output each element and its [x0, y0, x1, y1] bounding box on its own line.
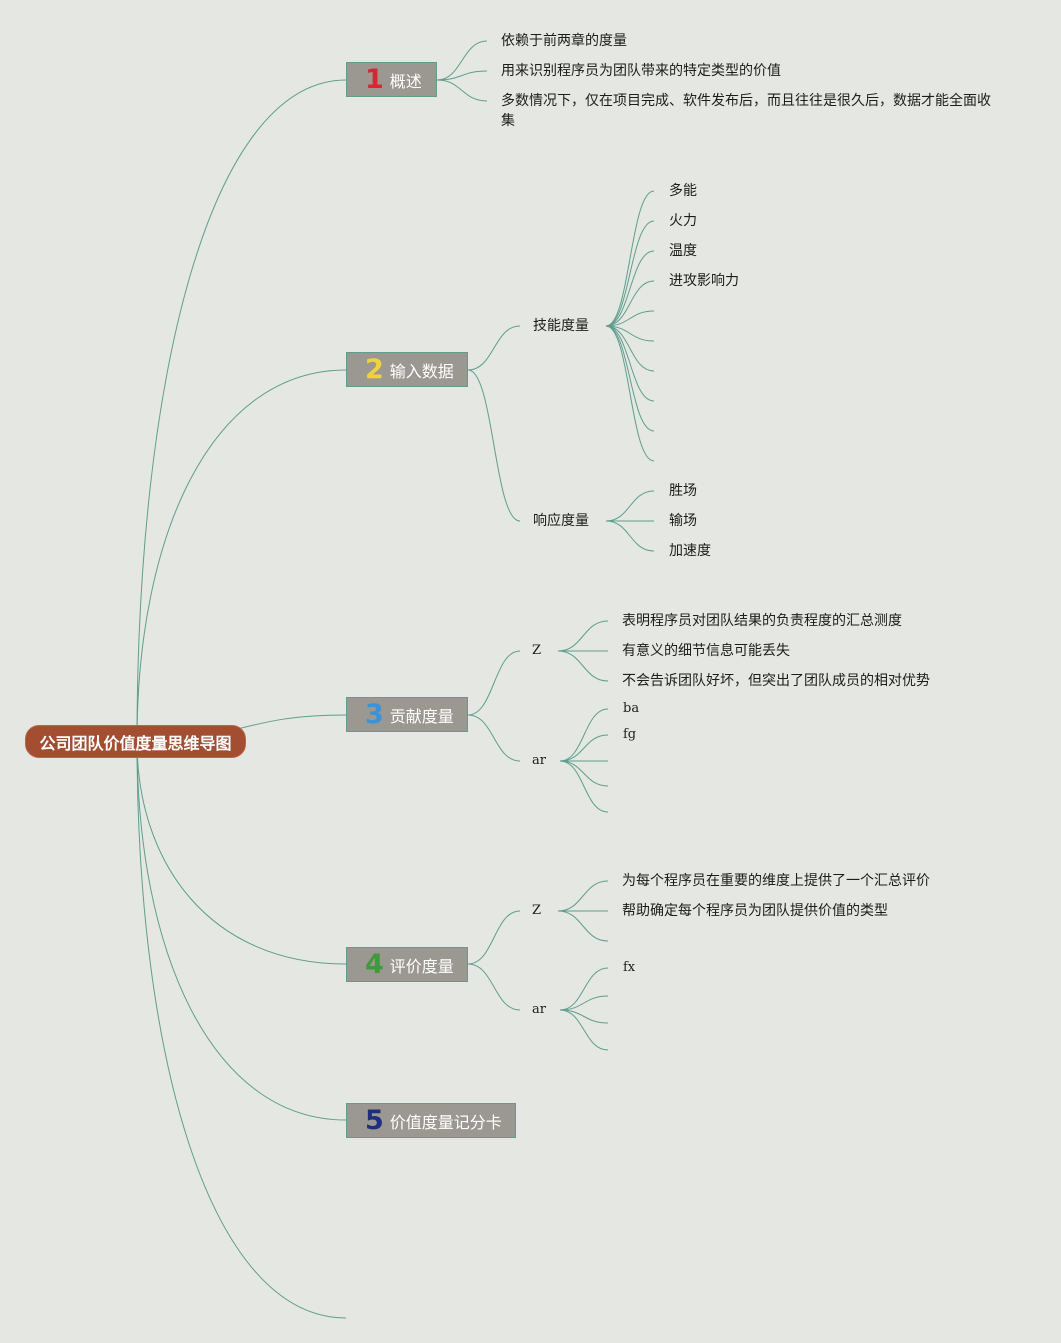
topic-4-number: 4	[365, 949, 384, 980]
topic-3-ar[interactable]: ar	[532, 753, 546, 768]
topic-4-ar-leaf-1[interactable]: fx	[623, 960, 636, 975]
topic-4-label: 评价度量	[389, 956, 454, 976]
response-leaf-3[interactable]: 加速度	[669, 543, 711, 559]
topic-2-number: 2	[365, 354, 384, 385]
link-topic-3-ar-leaf-1	[559, 708, 609, 762]
topic-1-child-1[interactable]: 依赖于前两章的度量	[501, 33, 627, 49]
link-topic-4-ar	[467, 963, 521, 1011]
topic-3-z[interactable]: Z	[532, 643, 542, 658]
topic-3-number: 3	[365, 699, 384, 730]
topic-1-label: 概述	[389, 71, 422, 91]
topic-2-node[interactable]: 2 输入数据	[346, 352, 468, 387]
topic-4-node[interactable]: 4 评价度量	[346, 947, 468, 982]
skill-leaf-3[interactable]: 温度	[669, 243, 697, 259]
skill-leaf-1[interactable]: 多能	[669, 183, 697, 199]
topic-1-child-2[interactable]: 用来识别程序员为团队带来的特定类型的价值	[501, 63, 781, 79]
topic-1-child-3[interactable]: 多数情况下，仅在项目完成、软件发布后，而且往往是很久后，数据才能全面收集	[501, 93, 991, 129]
topic-4-z-leaf-1[interactable]: 为每个程序员在重要的维度上提供了一个汇总评价	[622, 873, 930, 889]
link-skill-leaf-2	[605, 220, 655, 327]
root-node[interactable]: 公司团队价值度量思维导图	[25, 725, 246, 758]
topic-3-node[interactable]: 3 贡献度量	[346, 697, 468, 732]
link-root-topic-5	[136, 740, 347, 1121]
topic-3-z-leaf-2[interactable]: 有意义的细节信息可能丢失	[622, 643, 790, 659]
topic-3-z-leaf-3[interactable]: 不会告诉团队好坏，但突出了团队成员的相对优势	[622, 673, 930, 689]
link-topic-2-response	[467, 369, 521, 522]
link-topic-4-ar-leaf-1	[559, 967, 609, 1011]
topic-5-number: 5	[365, 1105, 384, 1136]
link-topic-1-child-1	[436, 40, 488, 81]
topic-2-label: 输入数据	[389, 361, 454, 381]
link-topic-3-z-leaf-1	[557, 620, 609, 652]
link-topic-2-skill	[467, 325, 521, 371]
link-topic-4-ar-leaf-2	[559, 995, 609, 1011]
link-root-topic-4	[136, 740, 347, 965]
topic-3-ar-leaf-1[interactable]: ba	[623, 701, 640, 716]
link-topic-4-ar-leaf-4	[559, 1009, 609, 1051]
link-skill-leaf-4	[605, 280, 655, 327]
link-root-extra	[136, 740, 347, 1319]
topic-1-node[interactable]: 1 概述	[346, 62, 437, 97]
link-root-topic-1	[136, 79, 347, 742]
link-topic-3-z-leaf-3	[557, 650, 609, 682]
link-skill-leaf-9	[605, 325, 655, 432]
link-topic-3-ar	[467, 714, 521, 762]
topic-3-z-leaf-1[interactable]: 表明程序员对团队结果的负责程度的汇总测度	[622, 613, 902, 629]
topic-3-ar-leaf-2[interactable]: fg	[623, 727, 637, 742]
response-leaf-1[interactable]: 胜场	[669, 483, 697, 499]
topic-5-label: 价值度量记分卡	[389, 1112, 502, 1132]
link-response-leaf-3	[605, 520, 655, 552]
link-skill-leaf-3	[605, 250, 655, 327]
topic-4-z-leaf-2[interactable]: 帮助确定每个程序员为团队提供价值的类型	[622, 903, 888, 919]
link-topic-1-child-2	[436, 70, 488, 81]
link-topic-3-z	[467, 650, 521, 716]
link-skill-leaf-10	[605, 325, 655, 462]
response-leaf-2[interactable]: 输场	[669, 513, 697, 529]
link-root-topic-2	[136, 369, 347, 742]
link-topic-1-child-3	[436, 79, 488, 102]
topic-1-number: 1	[365, 64, 384, 95]
topic-4-z[interactable]: Z	[532, 903, 542, 918]
topic-4-ar[interactable]: ar	[532, 1002, 546, 1017]
skill-leaf-2[interactable]: 火力	[669, 213, 697, 229]
link-skill-leaf-5	[605, 310, 655, 327]
link-topic-3-ar-leaf-4	[559, 760, 609, 787]
link-skill-leaf-7	[605, 325, 655, 372]
link-topic-3-ar-leaf-5	[559, 760, 609, 813]
link-topic-4-z-leaf-1	[557, 880, 609, 912]
link-response-leaf-1	[605, 490, 655, 522]
link-skill-leaf-8	[605, 325, 655, 402]
link-topic-4-z	[467, 910, 521, 965]
topic-2-response-metrics[interactable]: 响应度量	[533, 513, 589, 529]
link-topic-4-z-leaf-3	[557, 910, 609, 942]
link-skill-leaf-1	[605, 190, 655, 327]
root-node-label: 公司团队价值度量思维导图	[39, 733, 232, 753]
topic-3-label: 贡献度量	[389, 706, 454, 726]
topic-2-skill-metrics[interactable]: 技能度量	[533, 318, 589, 334]
skill-leaf-4[interactable]: 进攻影响力	[669, 273, 739, 289]
link-topic-3-ar-leaf-2	[559, 734, 609, 762]
topic-5-node[interactable]: 5 价值度量记分卡	[346, 1103, 516, 1138]
